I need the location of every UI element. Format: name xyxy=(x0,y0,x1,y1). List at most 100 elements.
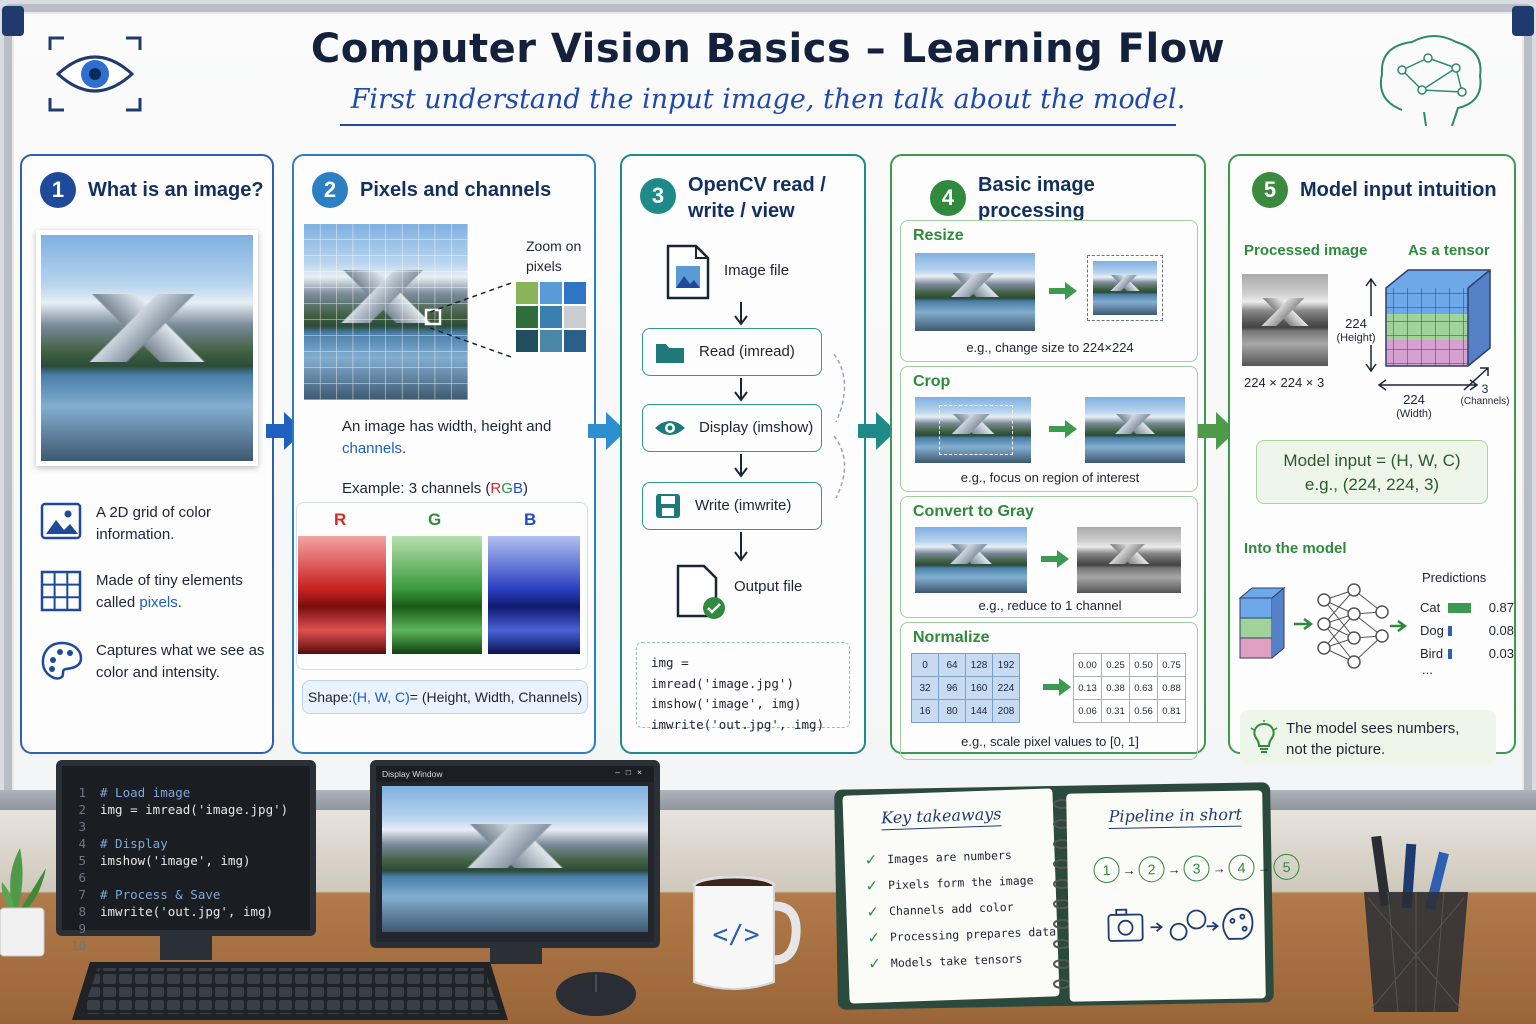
step-number-1: 1 xyxy=(40,172,76,208)
channel-arrow xyxy=(1463,367,1489,391)
height-value: 224 xyxy=(1345,316,1367,331)
palette-icon xyxy=(41,641,83,680)
code-line: 6 xyxy=(70,869,310,886)
page-title: Computer Vision Basics – Learning Flow xyxy=(310,26,1226,72)
board-clip xyxy=(1512,6,1534,36)
crop-section: Crop e.g., focus on region of interest xyxy=(900,366,1198,492)
pipeline-arrow-icon: → xyxy=(1122,862,1136,878)
normalized-value-cell: 0.25 xyxy=(1102,654,1129,676)
pixel-value-cell: 16 xyxy=(912,700,938,722)
line-number: 4 xyxy=(78,836,86,851)
display-imshow-button[interactable]: Display (imshow) xyxy=(642,404,822,452)
channel-label-b: B xyxy=(524,510,537,529)
notebook-right-page: Pipeline in short 1→2→3→4→5 xyxy=(1066,790,1300,1002)
gray-label: Convert to Gray xyxy=(913,503,1034,520)
predictions-label: Predictions xyxy=(1422,570,1487,585)
panel-model-input: 5 Model input intuition Processed image … xyxy=(1228,154,1516,764)
folder-icon xyxy=(656,344,684,363)
title-line: write / view xyxy=(688,200,795,222)
down-arrow xyxy=(734,454,748,478)
channels-value: 3 xyxy=(1481,382,1489,396)
item-captures: Captures what we see as color and intens… xyxy=(96,642,265,681)
read-imread-button[interactable]: Read (imread) xyxy=(642,328,822,376)
item-text: Made of tiny elements called xyxy=(96,572,243,611)
pipeline-arrow-icon: → xyxy=(1212,860,1226,876)
width-dimension: 224 (Width) xyxy=(1384,392,1444,421)
check-icon: ✓ xyxy=(866,902,880,921)
channels-label: (Channels) xyxy=(1460,396,1510,408)
resize-target-box xyxy=(1087,255,1163,321)
pixel-value-cell: 192 xyxy=(993,654,1019,676)
example-text: ) xyxy=(522,480,528,497)
prediction-label: Bird xyxy=(1420,646,1444,661)
normalize-label: Normalize xyxy=(913,629,990,646)
flow-arrow xyxy=(588,412,626,450)
loop-arrows xyxy=(833,353,846,499)
green-arrow xyxy=(1041,550,1069,568)
model-input-example: e.g., (224, 224, 3) xyxy=(1304,474,1440,494)
line-code: img = imread('image.jpg') xyxy=(100,802,289,817)
pipeline-arrow-icon: → xyxy=(1167,861,1181,877)
notebook-left-page: Key takeaways ✓Images are numbers✓Pixels… xyxy=(842,788,1060,1004)
eye-icon xyxy=(48,36,142,112)
r-letter: R xyxy=(490,480,502,497)
processed-image-label: Processed image xyxy=(1244,242,1368,259)
monitor-stand xyxy=(160,936,212,960)
prediction-value: 0.03 xyxy=(1488,646,1514,661)
line-number: 9 xyxy=(78,921,86,936)
pixel-value-cell: 96 xyxy=(939,677,965,699)
channels-highlight: channels xyxy=(342,439,403,457)
pixel-grid-photo xyxy=(304,224,468,400)
resized-image xyxy=(1093,261,1157,315)
step-number-3: 3 xyxy=(640,178,676,214)
normalized-value-cell: 0.88 xyxy=(1158,677,1185,699)
shape-text: Shape: xyxy=(307,689,353,705)
code-line: img = imread('image.jpg') xyxy=(651,655,794,691)
check-icon: ✓ xyxy=(867,928,881,947)
line-number: 1 xyxy=(78,785,86,800)
gray-caption: e.g., reduce to 1 channel xyxy=(978,598,1122,613)
normalized-value-cell: 0.75 xyxy=(1158,654,1185,676)
write-imwrite-button[interactable]: Write (imwrite) xyxy=(642,482,822,530)
zoomed-pixels xyxy=(516,282,586,352)
pipeline-arrow-icon: → xyxy=(1257,859,1271,875)
image-dims: 224 × 224 × 3 xyxy=(1244,375,1325,390)
into-model-label: Into the model xyxy=(1244,540,1347,557)
crop-label: Crop xyxy=(913,373,951,390)
panel-title: OpenCV read / write / view xyxy=(688,172,826,224)
code-line: 9 xyxy=(70,920,310,937)
resize-section: Resize e.g., change size to 224×224 xyxy=(900,220,1198,362)
pipeline-step-3: 3 xyxy=(1183,855,1210,882)
pipeline-step-1: 1 xyxy=(1093,856,1120,884)
down-arrow xyxy=(734,532,748,562)
crop-region xyxy=(939,405,1013,455)
normalized-value-cell: 0.56 xyxy=(1130,700,1157,722)
line-code: imwrite('out.jpg', img) xyxy=(100,904,274,919)
channel-label-r: R xyxy=(334,510,347,529)
subtitle-underline xyxy=(340,124,1176,126)
red-channel-image xyxy=(298,536,386,654)
window-controls[interactable]: –□× xyxy=(615,767,648,777)
resize-label: Resize xyxy=(913,227,964,244)
pixel-value-cell: 128 xyxy=(966,654,992,676)
potted-plant xyxy=(0,848,46,957)
pipeline-step-5: 5 xyxy=(1273,853,1300,881)
takeaway-text: Processing prepares data xyxy=(889,924,1057,945)
code-line: 4# Display xyxy=(70,835,310,852)
brain-network-icon xyxy=(1380,35,1482,127)
height-dimension: 224 (Height) xyxy=(1330,316,1382,345)
pixel-value-cell: 0 xyxy=(912,654,938,676)
crop-source-image xyxy=(915,397,1031,463)
step-number-5: 5 xyxy=(1252,172,1288,208)
line-code: # Process & Save xyxy=(100,887,221,902)
takeaways-list: ✓Images are numbers✓Pixels form the imag… xyxy=(864,840,1058,977)
b-letter: B xyxy=(512,480,523,497)
normalized-value-cell: 0.81 xyxy=(1158,700,1185,722)
height-label: (Height) xyxy=(1336,331,1376,344)
code-line: 10 xyxy=(70,937,310,954)
model-input-formula: Model input = (H, W, C) xyxy=(1283,451,1461,470)
